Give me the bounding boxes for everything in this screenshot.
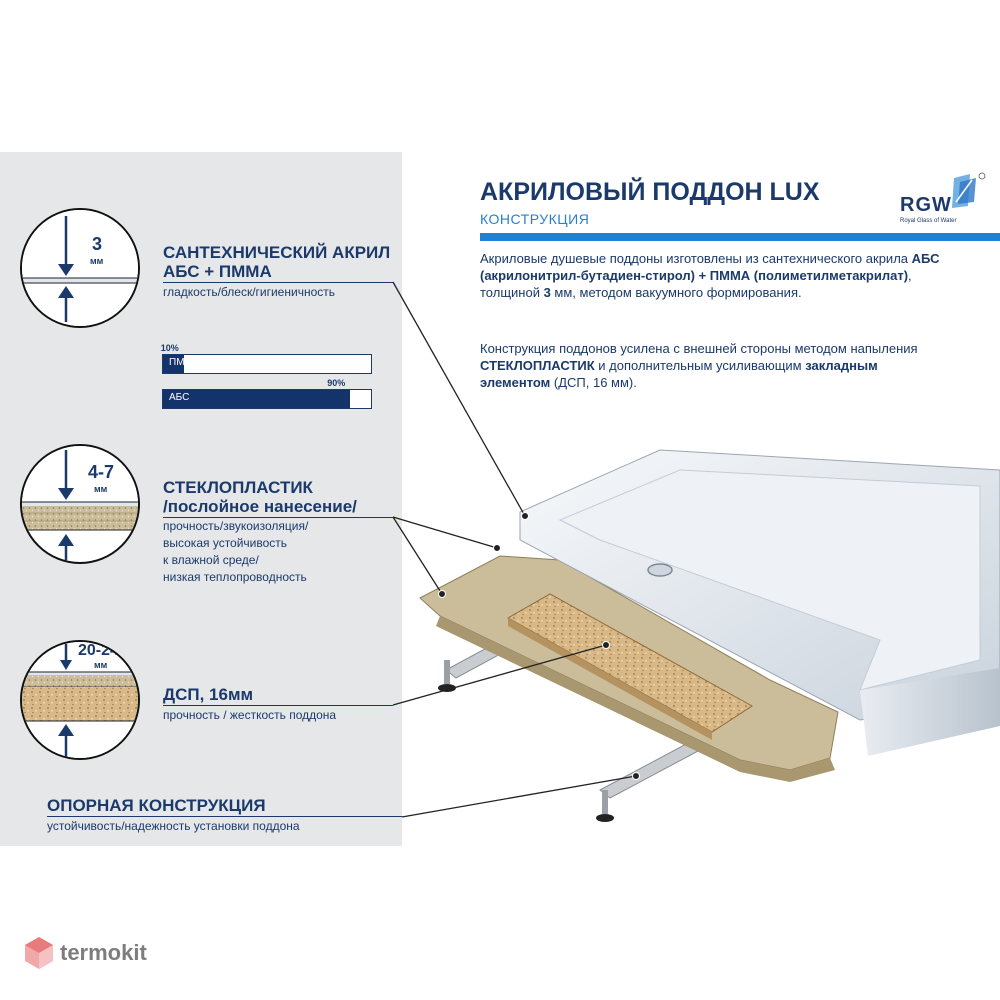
desc-bold: АБС (акрилонитрил-бутадиен-стирол) + ПММ… <box>480 251 940 283</box>
rgw-logo: RGW Royal Glass of Water <box>898 172 988 232</box>
desc-bold: закладным элементом <box>480 358 878 390</box>
leader-dots <box>438 512 640 780</box>
fiberglass-desc-line: прочность/звукоизоляция/ <box>163 519 309 533</box>
chipboard-desc: прочность / жесткость поддона <box>163 708 337 722</box>
page-title: АКРИЛОВЫЙ ПОДДОН LUX <box>480 178 820 206</box>
pmma-composition-bar: ПММА <box>162 354 372 374</box>
desc-text: (ДСП, 16 мм). <box>550 375 637 390</box>
fiberglass-desc-line: высокая устойчивость <box>163 536 288 550</box>
acrylic-title-rule <box>163 282 393 283</box>
acrylic-thickness-unit: мм <box>90 256 104 266</box>
fiberglass-thickness: 4-7 <box>88 462 115 482</box>
support-desc: устойчивость/надежность установки поддон… <box>47 819 300 833</box>
pmma-bar-label: ПММА <box>169 357 200 368</box>
rgw-logo-glass-icon <box>952 172 986 208</box>
description-paragraph-1: Акриловые душевые поддоны изготовлены из… <box>480 250 950 301</box>
description-paragraph-2: Конструкция поддонов усилена с внешней с… <box>480 340 950 391</box>
logo-text: RGW <box>900 194 952 216</box>
chipboard-layer-closeup: 20-24 мм <box>20 640 140 760</box>
support-title: ОПОРНАЯ КОНСТРУКЦИЯ <box>47 796 266 815</box>
acrylic-thickness: 3 <box>92 234 103 254</box>
desc-text: , толщиной <box>480 268 912 300</box>
title-rule <box>480 233 1000 241</box>
fiberglass-title-rule <box>163 517 393 518</box>
chipboard-edge <box>508 618 712 740</box>
acrylic-layer-closeup: 3 мм <box>20 208 140 328</box>
leader-lines <box>392 281 637 818</box>
watermark: termokit <box>24 936 147 970</box>
acrylic-title-line2: АБС + ПММА <box>163 262 272 281</box>
desc-text: Конструкция поддонов усилена с внешней с… <box>480 341 918 356</box>
fiberglass-thickness-unit: мм <box>94 484 108 494</box>
chipboard-thickness: 20-24 <box>78 642 119 659</box>
fiberglass-desc-line: низкая теплопроводность <box>163 570 307 584</box>
abs-bar-label: АБС <box>169 392 190 403</box>
support-frame <box>438 629 701 822</box>
desc-bold: 3 <box>543 285 551 300</box>
termokit-logo-icon <box>25 937 53 969</box>
chipboard-thickness-unit: мм <box>94 660 108 670</box>
desc-text: мм, методом вакуумного формирования. <box>550 285 802 300</box>
chipboard-title-rule <box>163 705 393 706</box>
fiberglass-layer-closeup: 4-7 мм <box>20 444 140 564</box>
tray-front-side <box>860 668 1000 756</box>
watermark-text: termokit <box>60 940 147 965</box>
fiberglass-desc-line: к влажной среде/ <box>163 553 259 567</box>
desc-bold: СТЕКЛОПЛАСТИК <box>480 358 595 373</box>
abs-composition-fill <box>163 390 351 408</box>
desc-text: и дополнительным усиливающим <box>594 358 806 373</box>
support-title-rule <box>47 816 402 817</box>
fiberglass-title-line1: СТЕКЛОПЛАСТИК <box>163 478 313 497</box>
acrylic-title-line1: САНТЕХНИЧЕСКИЙ АКРИЛ <box>163 243 391 262</box>
abs-percent-label: 90% <box>327 378 346 388</box>
abs-composition-bar: АБС <box>162 389 372 409</box>
tray-basin <box>558 469 981 691</box>
drain-hole-icon <box>647 563 673 577</box>
desc-text: Акриловые душевые поддоны изготовлены из… <box>480 251 912 266</box>
page-subtitle: КОНСТРУКЦИЯ <box>480 211 590 227</box>
pmma-composition-fill <box>163 355 184 373</box>
logo-tagline: Royal Glass of Water <box>900 218 957 224</box>
pmma-percent-label: 10% <box>160 343 179 353</box>
chipboard-title: ДСП, 16мм <box>163 685 254 704</box>
acrylic-desc: гладкость/блеск/гигиеничность <box>163 285 335 299</box>
fiberglass-title-line2: /послойное нанесение/ <box>163 497 357 516</box>
